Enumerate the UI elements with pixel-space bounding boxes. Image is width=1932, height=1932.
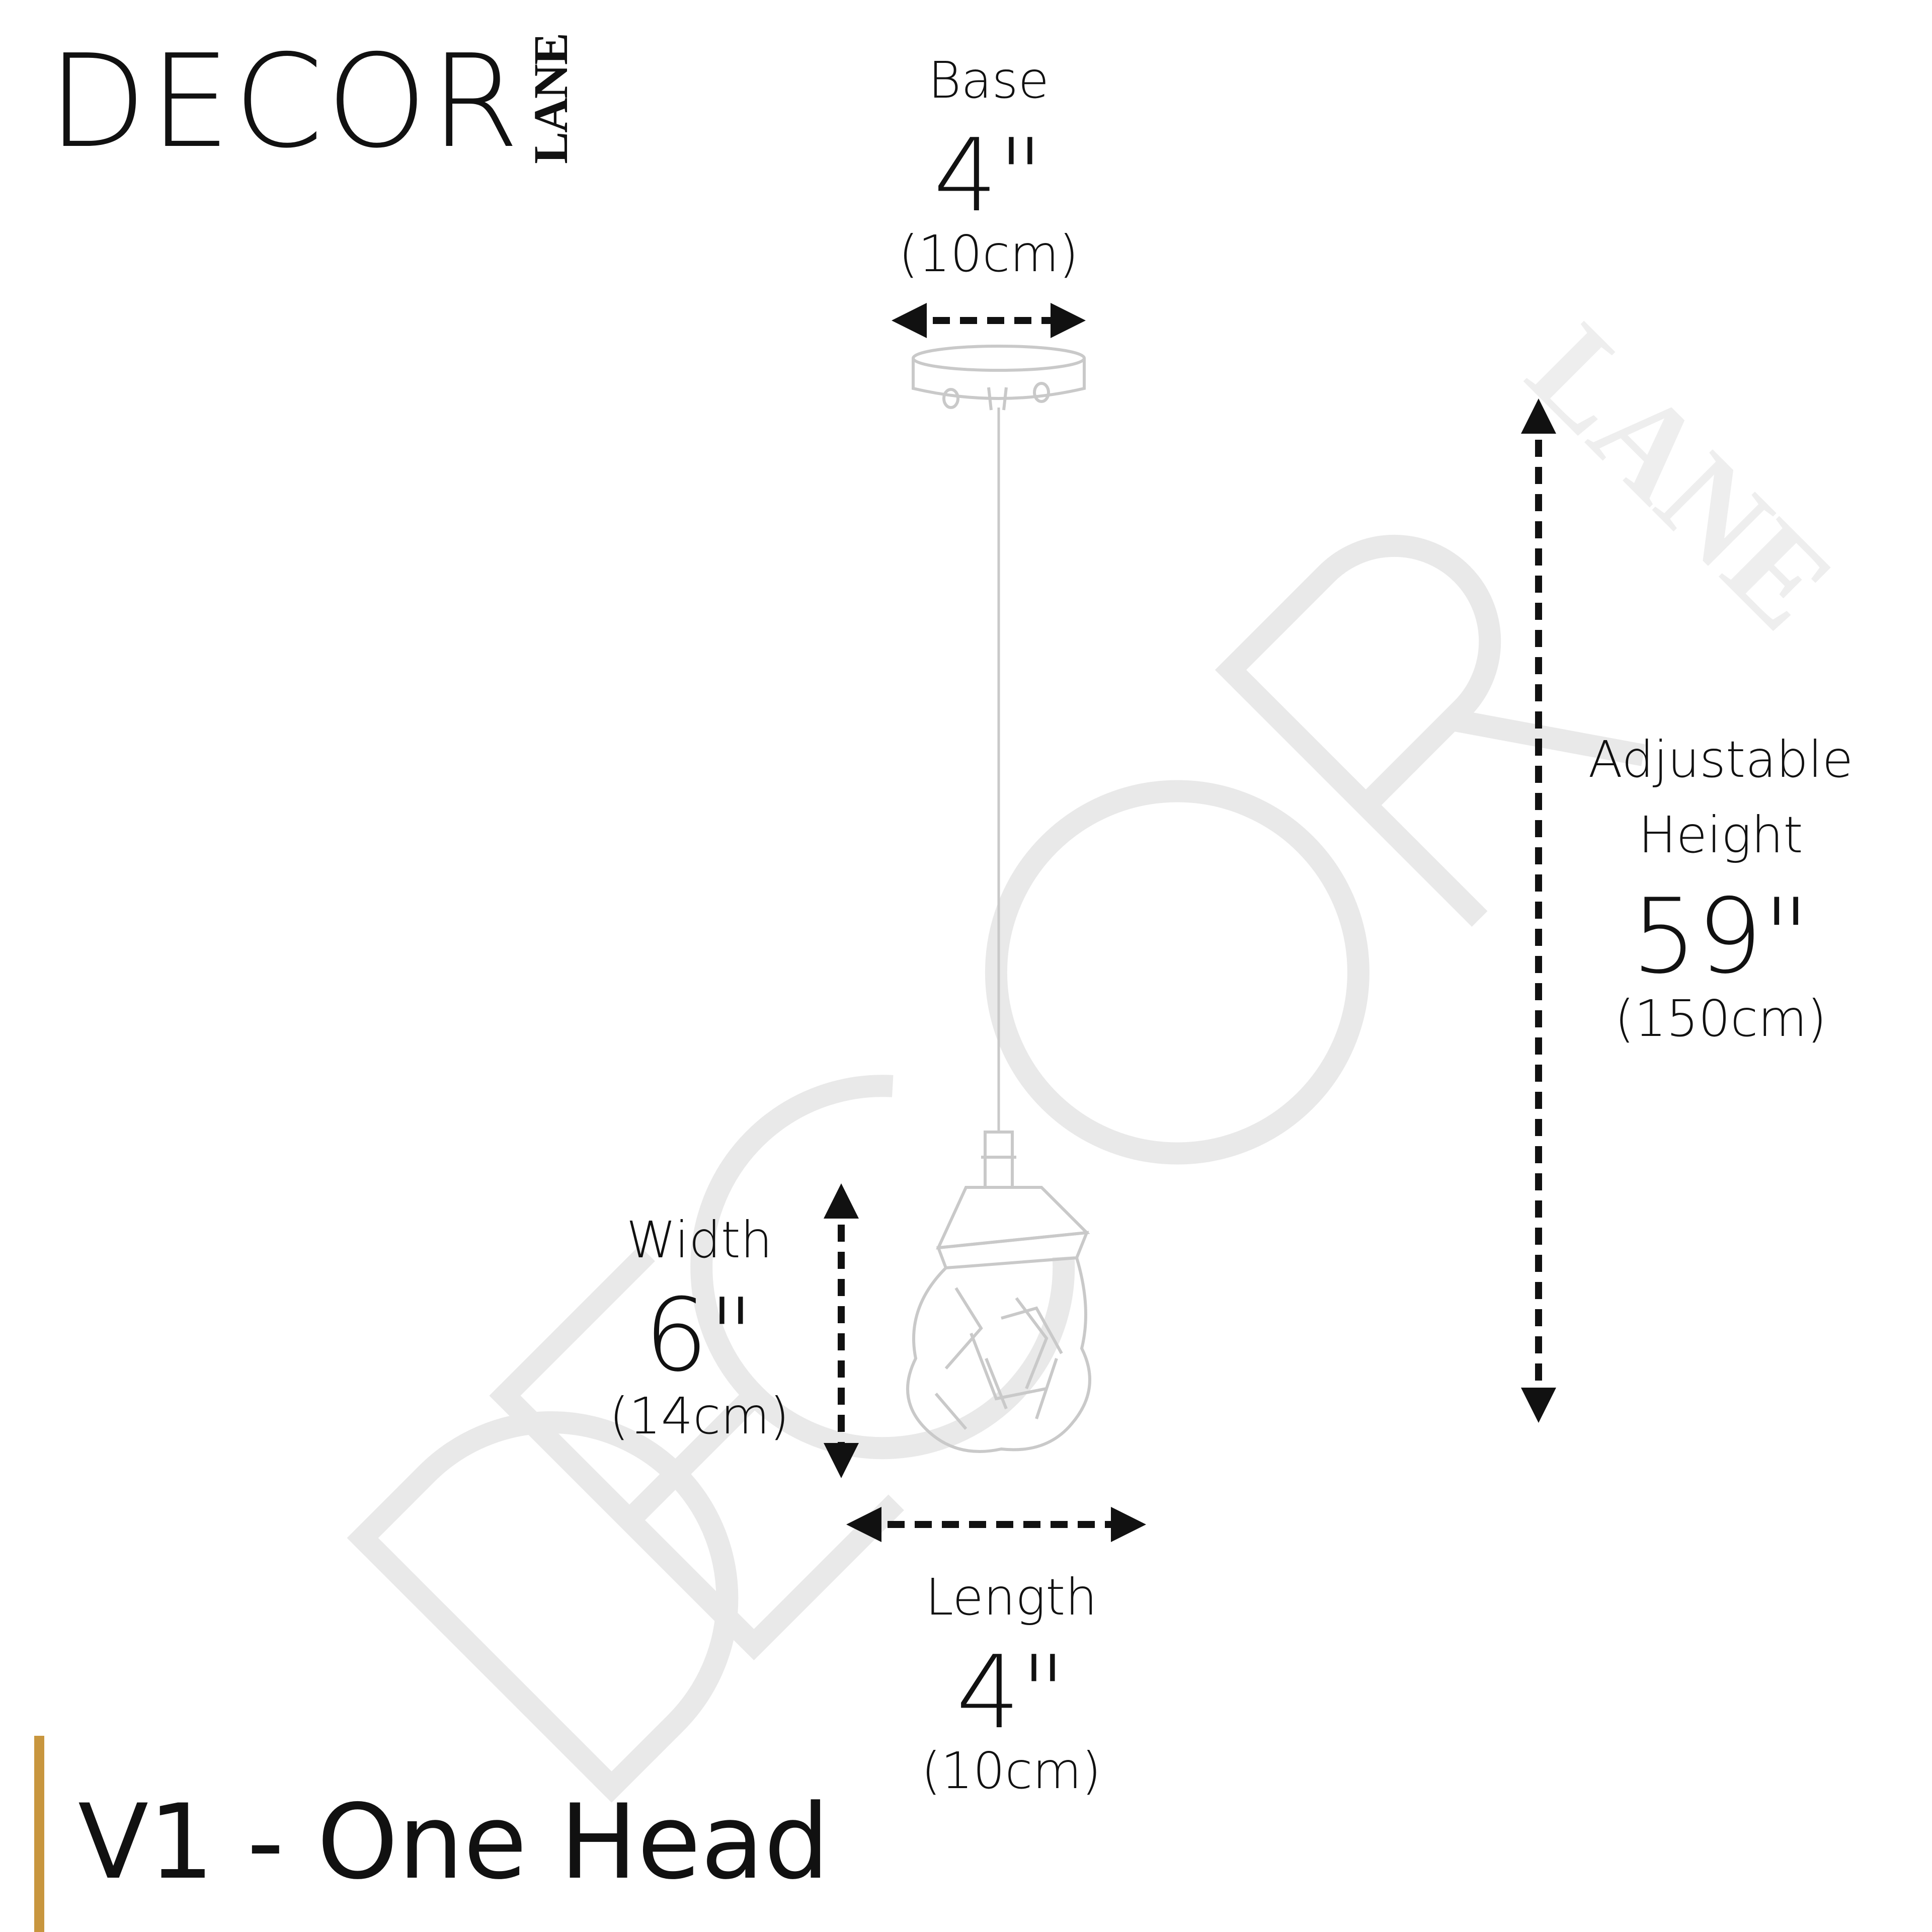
brand-submark: LANE: [524, 34, 578, 164]
length-imperial: 4": [956, 1634, 1067, 1751]
height-label-line2: Height: [1638, 806, 1803, 864]
length-metric: (10cm): [921, 1741, 1101, 1800]
variant-title: V1 - One Head: [78, 1783, 830, 1902]
height-metric: (150cm): [1615, 989, 1827, 1048]
accent-bar: [34, 1736, 44, 1932]
length-label: Length: [925, 1568, 1097, 1627]
height-label-line1: Adjustable: [1588, 730, 1854, 789]
height-imperial: 59": [1631, 877, 1810, 997]
width-imperial: 6": [644, 1277, 755, 1394]
width-metric: (14cm): [609, 1387, 789, 1445]
brand-logo: DECOR LANE: [48, 34, 578, 166]
width-label: Width: [626, 1211, 773, 1269]
brand-wordmark: DECOR: [48, 27, 523, 177]
base-label: Base: [928, 51, 1050, 110]
base-imperial: 4": [933, 117, 1044, 234]
base-metric: (10cm): [899, 224, 1079, 283]
